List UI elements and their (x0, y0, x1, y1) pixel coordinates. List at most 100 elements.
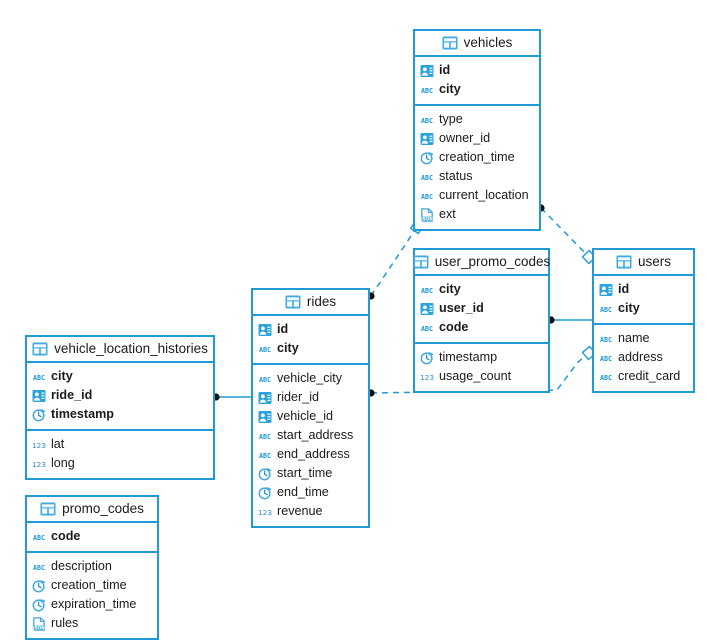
clock-icon (258, 467, 272, 481)
svg-text:ABC: ABC (33, 373, 45, 381)
abc-icon: ABC (420, 113, 434, 127)
field-row[interactable]: id (594, 280, 693, 299)
id-card-icon (258, 323, 272, 337)
entity-title-bar[interactable]: vehicles (415, 31, 539, 57)
field-name: current_location (439, 188, 529, 203)
field-row[interactable]: owner_id (415, 129, 539, 148)
field-row[interactable]: ABC vehicle_city (253, 369, 368, 388)
abc-icon: ABC (420, 189, 434, 203)
field-row[interactable]: id (415, 61, 539, 80)
relationship-rel-vlh-rides (212, 393, 251, 401)
field-row[interactable]: vehicle_id (253, 407, 368, 426)
field-name: city (439, 82, 461, 97)
entity-title-bar[interactable]: rides (253, 290, 368, 316)
field-row[interactable]: timestamp (415, 348, 548, 367)
field-name: expiration_time (51, 597, 137, 612)
field-row[interactable]: timestamp (27, 405, 213, 424)
field-name: owner_id (439, 131, 491, 146)
field-row[interactable]: ABC city (415, 280, 548, 299)
field-row[interactable]: ABC current_location (415, 186, 539, 205)
entity-name: rides (306, 294, 337, 310)
field-row[interactable]: creation_time (27, 576, 157, 595)
field-row[interactable]: id (253, 320, 368, 339)
table-icon (32, 342, 48, 356)
field-row[interactable]: creation_time (415, 148, 539, 167)
field-row[interactable]: user_id (415, 299, 548, 318)
field-row[interactable]: JSON ext (415, 205, 539, 224)
id-card-icon (420, 64, 434, 78)
abc-icon: ABC (32, 530, 46, 544)
abc-icon: ABC (32, 560, 46, 574)
field-name: type (439, 112, 463, 127)
entity-title-bar[interactable]: promo_codes (27, 497, 157, 523)
field-row[interactable]: ride_id (27, 386, 213, 405)
abc-icon: ABC (420, 170, 434, 184)
field-name: address (618, 350, 663, 365)
123-icon: 123 (420, 370, 434, 384)
clock-icon (420, 151, 434, 165)
abc-icon: ABC (599, 370, 613, 384)
clock-icon (32, 579, 46, 593)
123-icon: 123 (32, 438, 46, 452)
field-row[interactable]: ABC address (594, 348, 693, 367)
entity-title-bar[interactable]: users (594, 250, 693, 276)
id-card-icon (258, 410, 272, 424)
field-row[interactable]: ABC description (27, 557, 157, 576)
field-name: creation_time (51, 578, 127, 593)
field-name: long (51, 456, 75, 471)
field-name: id (618, 282, 630, 297)
abc-icon: ABC (258, 372, 272, 386)
field-name: description (51, 559, 112, 574)
entity-title-bar[interactable]: user_promo_codes (413, 250, 550, 276)
field-row[interactable]: end_time (253, 483, 368, 502)
field-name: id (439, 63, 451, 78)
field-row[interactable]: rider_id (253, 388, 368, 407)
relationship-line (370, 226, 418, 297)
svg-text:ABC: ABC (600, 335, 612, 343)
entity-title-bar[interactable]: vehicle_location_histories (27, 337, 213, 363)
field-name: ext (439, 207, 456, 222)
svg-text:123: 123 (420, 372, 434, 381)
id-card-icon (258, 391, 272, 405)
json-icon: JSON (420, 207, 434, 222)
table-icon (413, 255, 429, 269)
field-name: ride_id (51, 388, 93, 403)
svg-text:ABC: ABC (600, 354, 612, 362)
id-card-icon (420, 132, 434, 146)
abc-icon: ABC (420, 283, 434, 297)
field-row[interactable]: start_time (253, 464, 368, 483)
field-name: vehicle_id (277, 409, 334, 424)
field-row[interactable]: expiration_time (27, 595, 157, 614)
field-name: city (439, 282, 461, 297)
entity-name: users (637, 254, 671, 270)
field-name: vehicle_city (277, 371, 343, 386)
abc-icon: ABC (258, 342, 272, 356)
field-row[interactable]: ABC type (415, 110, 539, 129)
svg-text:ABC: ABC (421, 286, 433, 294)
field-name: end_address (277, 447, 350, 462)
